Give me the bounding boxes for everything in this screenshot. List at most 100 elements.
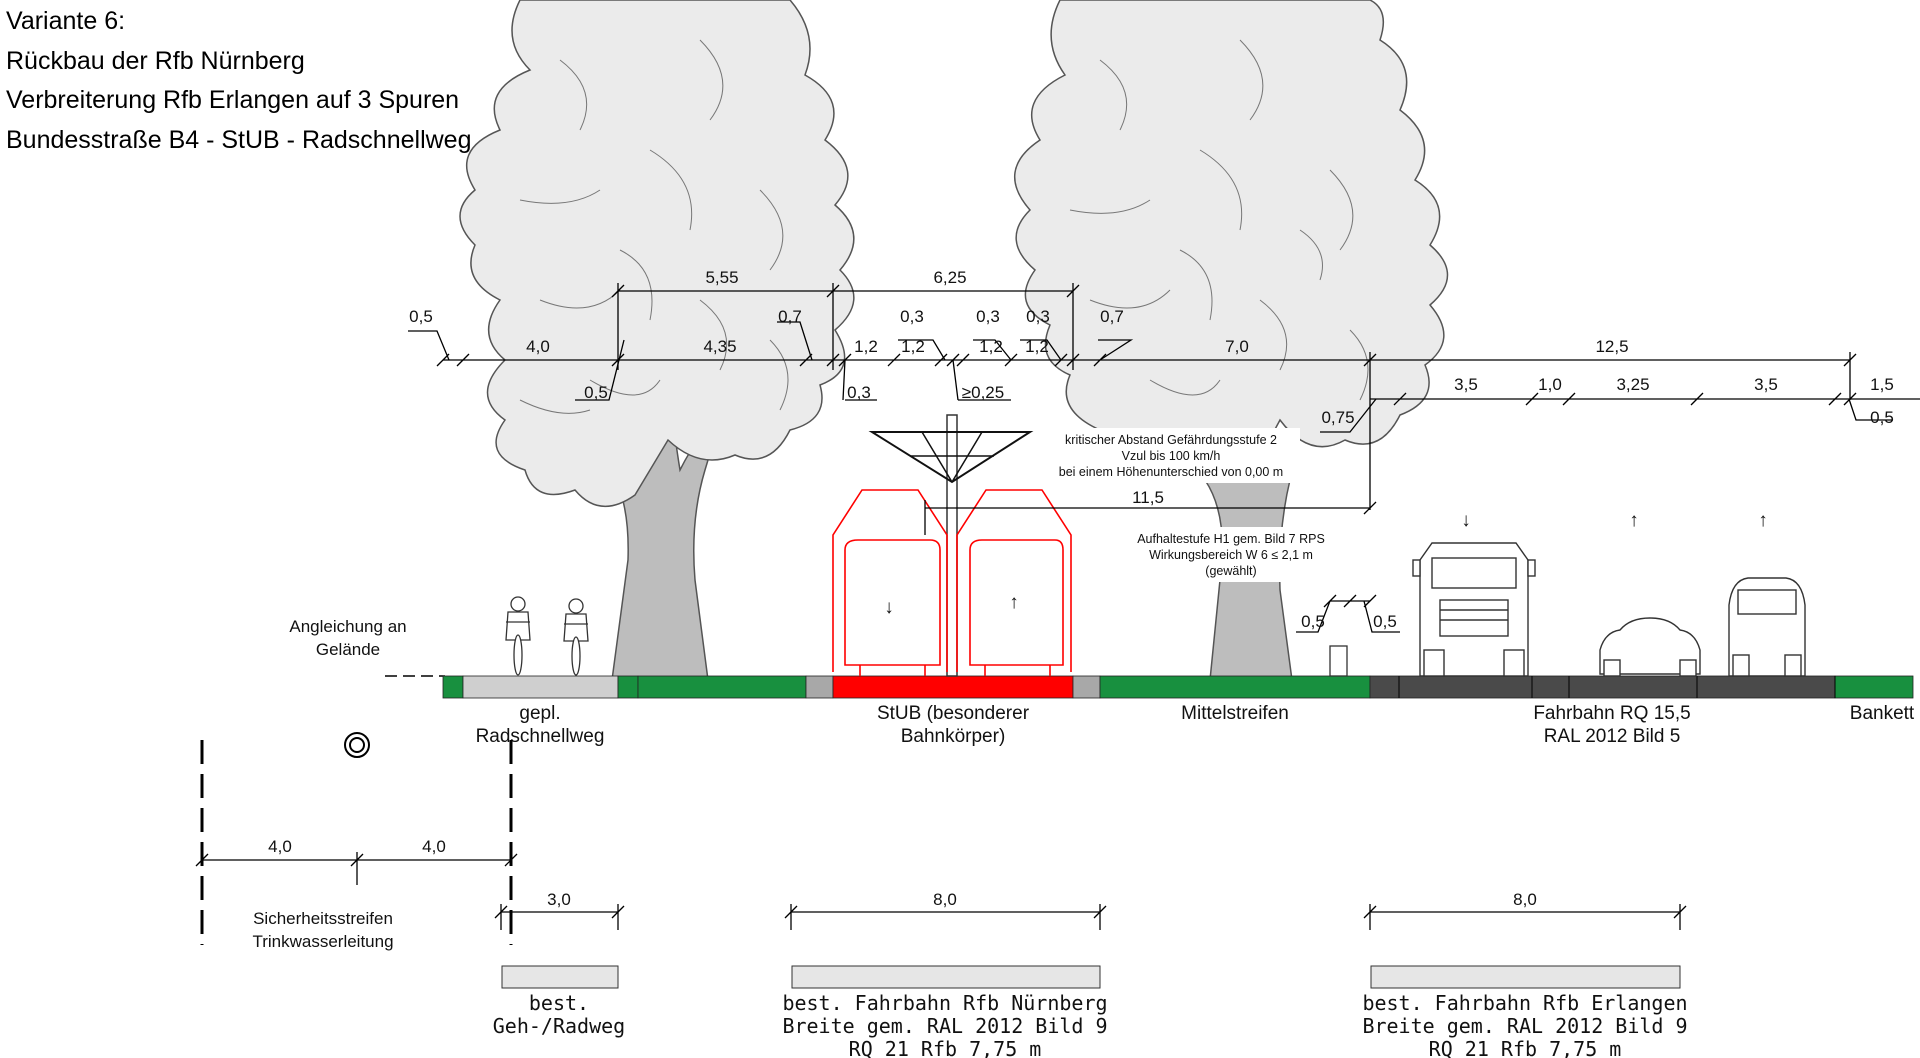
dim-left-0-5: 0,5 [409,307,433,326]
tram-label-1: StUB (besonderer [877,703,1030,724]
carriageway-label-2: RAL 2012 Bild 5 [1544,726,1681,747]
strip-green-a [617,675,639,699]
existing-nuernberg-label-1: best. Fahrbahn Rfb Nürnberg [782,991,1107,1015]
tram-curb-left [805,675,834,699]
existing-dim-8-0-b: 8,0 [1513,890,1537,909]
dim-0-3-c: 0,3 [1026,307,1050,326]
dim-barrier-0-5-left: 0,5 [1301,612,1325,631]
existing-dim-8-0-a: 8,0 [933,890,957,909]
cyclist-1 [505,596,531,676]
dim-1-2-a: 1,2 [854,337,878,356]
dim-1-2-d: 1,2 [1025,337,1049,356]
tram-label-2: Bahnkörper) [901,726,1006,747]
lane-3-direction-arrow: ↑ [1758,510,1768,531]
dim-0-7-b: 0,7 [1100,307,1124,326]
tram-track-bed [832,675,1074,699]
dim-top-5-55: 5,55 [705,268,738,287]
dim-1-2-c: 1,2 [979,337,1003,356]
existing-footpath-bar [501,965,619,989]
dim-0-3-b: 0,3 [976,307,1000,326]
restraint-line-1: Aufhaltestufe H1 gem. Bild 7 RPS [1137,532,1325,546]
restraint-line-2: Wirkungsbereich W 6 ≤ 2,1 m [1149,548,1313,562]
carriageway-label-1: Fahrbahn RQ 15,5 [1533,703,1690,724]
safety-label-2: Trinkwasserleitung [252,932,393,951]
vehicle-restraint-post [1329,645,1348,677]
median-green [1099,675,1371,699]
title-line-3: Bundesstraße B4 - StUB - Radschnellweg [6,125,472,154]
critical-distance-box [1043,428,1300,483]
dimension-lines [408,283,1920,633]
catenary-mast [868,414,1034,677]
right-tree-crown [1014,0,1449,480]
dim-11-5: 11,5 [1132,488,1164,507]
safety-strip-lines [195,740,518,945]
dim-0-7-a: 0,7 [778,307,802,326]
tram-right-direction-arrow: ↑ [1009,592,1019,613]
terrain-label-1: Angleichung an [289,617,406,636]
title-block: Variante 6: Rückbau der Rfb Nürnberg Ver… [6,2,472,160]
lane-2-direction-arrow: ↑ [1629,510,1639,531]
cyclist-2 [563,598,589,676]
dim-1-5: 1,5 [1870,375,1894,394]
dim-3-25: 3,25 [1616,375,1649,394]
existing-dimension-lines [494,904,1687,930]
cycle-path-surface [462,675,619,699]
dim-top-6-25: 6,25 [933,268,966,287]
existing-dim-3-0: 3,0 [547,890,571,909]
title-line-variant: Variante 6: [6,7,126,35]
cycle-path-label-1: gepl. [519,703,560,724]
dim-0-5-right: 0,5 [1870,408,1894,427]
dim-0-3-low: 0,3 [847,383,871,402]
safety-dim-4-0-a: 4,0 [268,837,292,856]
safety-dim-4-0-b: 4,0 [422,837,446,856]
title-line-2: Verbreiterung Rfb Erlangen auf 3 Spuren [6,86,460,114]
existing-nuernberg-bar [791,965,1101,989]
dim-7-0: 7,0 [1225,337,1249,356]
truck [1412,542,1536,677]
restraint-box [1125,527,1337,582]
dim-0-5-low: 0,5 [584,383,608,402]
carriageway-asphalt [1369,675,1836,699]
existing-path-label-1: best. [529,991,589,1015]
tram-left-direction-arrow: ↓ [884,597,894,618]
critical-distance-line-3: bei einem Höhenunterschied von 0,00 m [1059,465,1283,479]
dim-1-0: 1,0 [1538,375,1562,394]
car [1599,617,1701,677]
dim-min-0-25: ≥0,25 [962,383,1004,402]
tram-curb-right [1072,675,1101,699]
tram-vehicle-right [956,489,1072,676]
restraint-line-3: (gewählt) [1205,564,1256,578]
critical-distance-line-1: kritischer Abstand Gefährdungsstufe 2 [1065,433,1277,447]
dim-barrier-0-5-right: 0,5 [1373,612,1397,631]
lane-separators [1398,676,1836,698]
left-tree [459,0,855,681]
title-line-1: Rückbau der Rfb Nürnberg [6,46,305,75]
dim-12-5: 12,5 [1595,337,1628,356]
ground-strip [442,675,1914,699]
dim-3-5-b: 3,5 [1754,375,1778,394]
existing-nuernberg-label-2: Breite gem. RAL 2012 Bild 9 [782,1014,1107,1038]
dim-1-2-b: 1,2 [901,337,925,356]
tram-vehicle-left [832,489,948,676]
existing-path-label-2: Geh-/Radweg [493,1014,625,1038]
dim-4-35: 4,35 [703,337,736,356]
terrain-label-2: Gelände [316,640,380,659]
left-tree-crown [459,0,855,508]
dim-0-75: 0,75 [1321,408,1354,427]
cycle-path-label-2: Radschnellweg [476,726,605,747]
dim-3-5-a: 3,5 [1454,375,1478,394]
safety-label-1: Sicherheitsstreifen [253,909,393,928]
water-pipe-symbol [344,732,370,758]
verge-green-left [637,675,807,699]
critical-distance-line-2: Vzul bis 100 km/h [1122,449,1221,463]
existing-erlangen-label-3: RQ 21 Rfb 7,75 m [1429,1037,1622,1058]
existing-nuernberg-label-3: RQ 21 Rfb 7,75 m [849,1037,1042,1058]
dim-4-0: 4,0 [526,337,550,356]
existing-erlangen-label-1: best. Fahrbahn Rfb Erlangen [1362,991,1687,1015]
existing-erlangen-bar [1370,965,1681,989]
dim-0-3-a: 0,3 [900,307,924,326]
median-label: Mittelstreifen [1181,703,1289,724]
shoulder-right-green [1834,675,1914,699]
van [1728,577,1806,677]
